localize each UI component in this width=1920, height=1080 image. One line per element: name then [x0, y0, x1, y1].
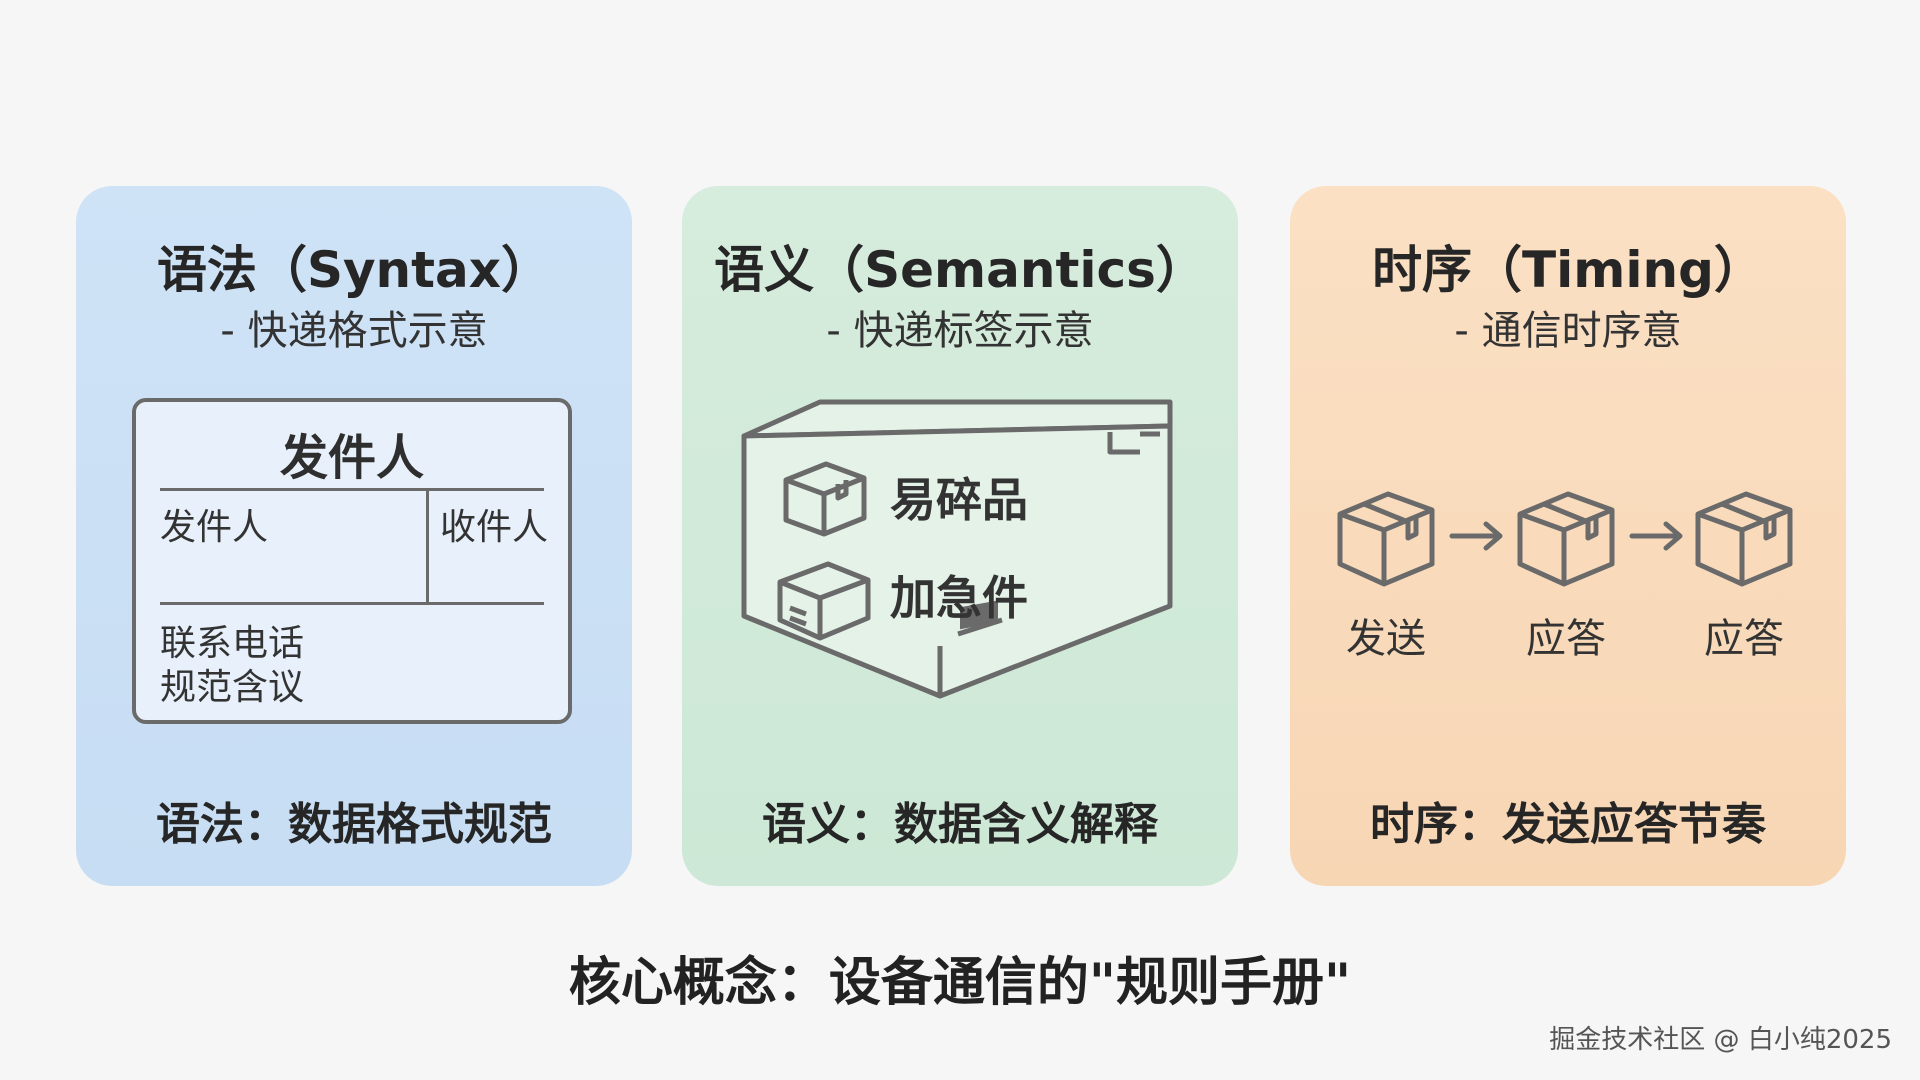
- label-divider-vertical: [426, 488, 429, 604]
- core-concept-caption: 核心概念：设备通信的"规则手册": [568, 953, 1352, 1013]
- semantics-subtitle: - 快递标签示意: [826, 308, 1094, 354]
- syntax-card: 语法（Syntax） - 快递格式示意 发件人 发件人 收件人 联系电话 规范含…: [76, 186, 632, 886]
- timing-step-send: 发送: [1346, 616, 1426, 662]
- semantics-title: 语义（Semantics）: [714, 241, 1206, 299]
- timing-title: 时序（Timing）: [1372, 241, 1764, 299]
- syntax-subtitle: - 快递格式示意: [220, 308, 488, 354]
- timing-footer: 时序：发送应答节奏: [1370, 799, 1766, 850]
- urgent-package-icon: [777, 561, 871, 641]
- package-icon: [1517, 491, 1615, 587]
- label-header: 发件人: [279, 430, 424, 486]
- timing-card: 时序（Timing） - 通信时序意: [1290, 186, 1846, 886]
- arrow-right-icon: [1629, 521, 1683, 551]
- semantics-item-fragile: 易碎品: [890, 473, 1028, 527]
- label-sender: 发件人: [160, 507, 269, 548]
- label-phone: 联系电话: [160, 623, 305, 664]
- watermark: 掘金技术社区 @ 白小纯2025: [1549, 1025, 1892, 1055]
- shipping-label: 发件人 发件人 收件人 联系电话 规范含议: [132, 398, 572, 724]
- label-divider-top: [160, 488, 544, 491]
- timing-subtitle: - 通信时序意: [1454, 308, 1682, 354]
- shipping-box-illustration: [741, 399, 1173, 699]
- semantics-footer: 语义：数据含义解释: [762, 799, 1158, 850]
- fragile-package-icon: [783, 461, 867, 537]
- syntax-title: 语法（Syntax）: [156, 241, 552, 299]
- timing-step-reply-2: 应答: [1704, 616, 1784, 662]
- timing-step-reply-1: 应答: [1526, 616, 1606, 662]
- arrow-right-icon: [1449, 521, 1503, 551]
- label-divider-middle: [160, 602, 544, 605]
- label-rule: 规范含议: [160, 667, 305, 708]
- label-receiver: 收件人: [440, 507, 549, 548]
- semantics-card: 语义（Semantics） - 快递标签示意 易碎品 加急件: [682, 186, 1238, 886]
- package-icon: [1337, 491, 1435, 587]
- semantics-item-urgent: 加急件: [890, 571, 1028, 625]
- syntax-footer: 语法：数据格式规范: [156, 799, 552, 850]
- package-icon: [1695, 491, 1793, 587]
